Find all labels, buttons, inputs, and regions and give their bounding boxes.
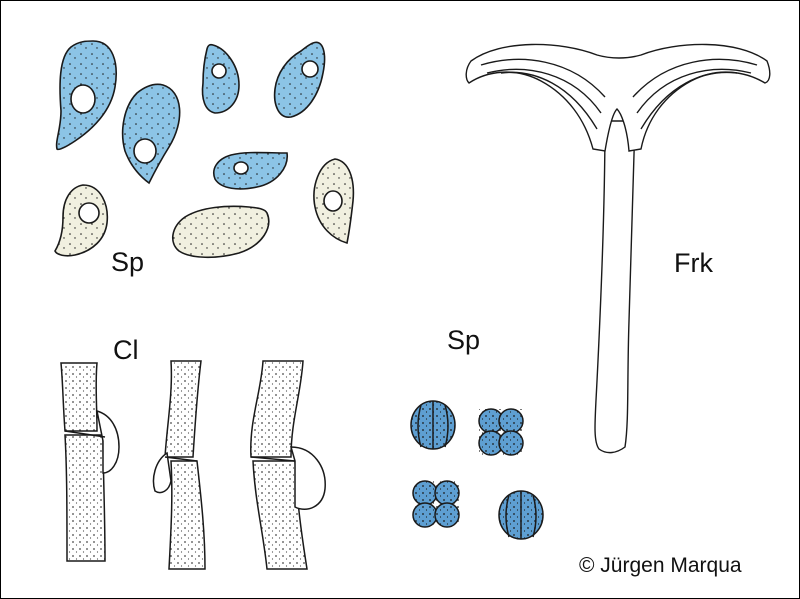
spore-3 <box>201 43 240 114</box>
clamps-group <box>60 360 326 570</box>
fruitbody-drawing <box>465 43 771 454</box>
label-clamps: Cl <box>113 335 139 365</box>
spore-5 <box>213 151 288 190</box>
clamp-2 <box>152 360 206 570</box>
spore-7 <box>172 205 270 259</box>
clamp-1 <box>60 362 120 562</box>
tetrad-4 <box>498 490 544 540</box>
clamp-3 <box>250 360 326 570</box>
tetrads-group <box>410 400 544 540</box>
label-fruitbody: Frk <box>674 248 713 278</box>
spores-group <box>54 40 355 259</box>
spore-2 <box>121 83 181 185</box>
tetrad-1 <box>410 400 456 450</box>
tetrad-2 <box>478 408 524 456</box>
spore-6 <box>54 184 109 257</box>
label-spores: Sp <box>111 247 145 277</box>
spore-4 <box>273 41 326 118</box>
spore-1 <box>55 40 117 151</box>
copyright-credit: © Jürgen Marqua <box>579 554 742 577</box>
tetrad-3 <box>412 480 460 528</box>
label-spore-tetrads: Sp <box>447 325 481 355</box>
spore-8 <box>313 158 355 245</box>
